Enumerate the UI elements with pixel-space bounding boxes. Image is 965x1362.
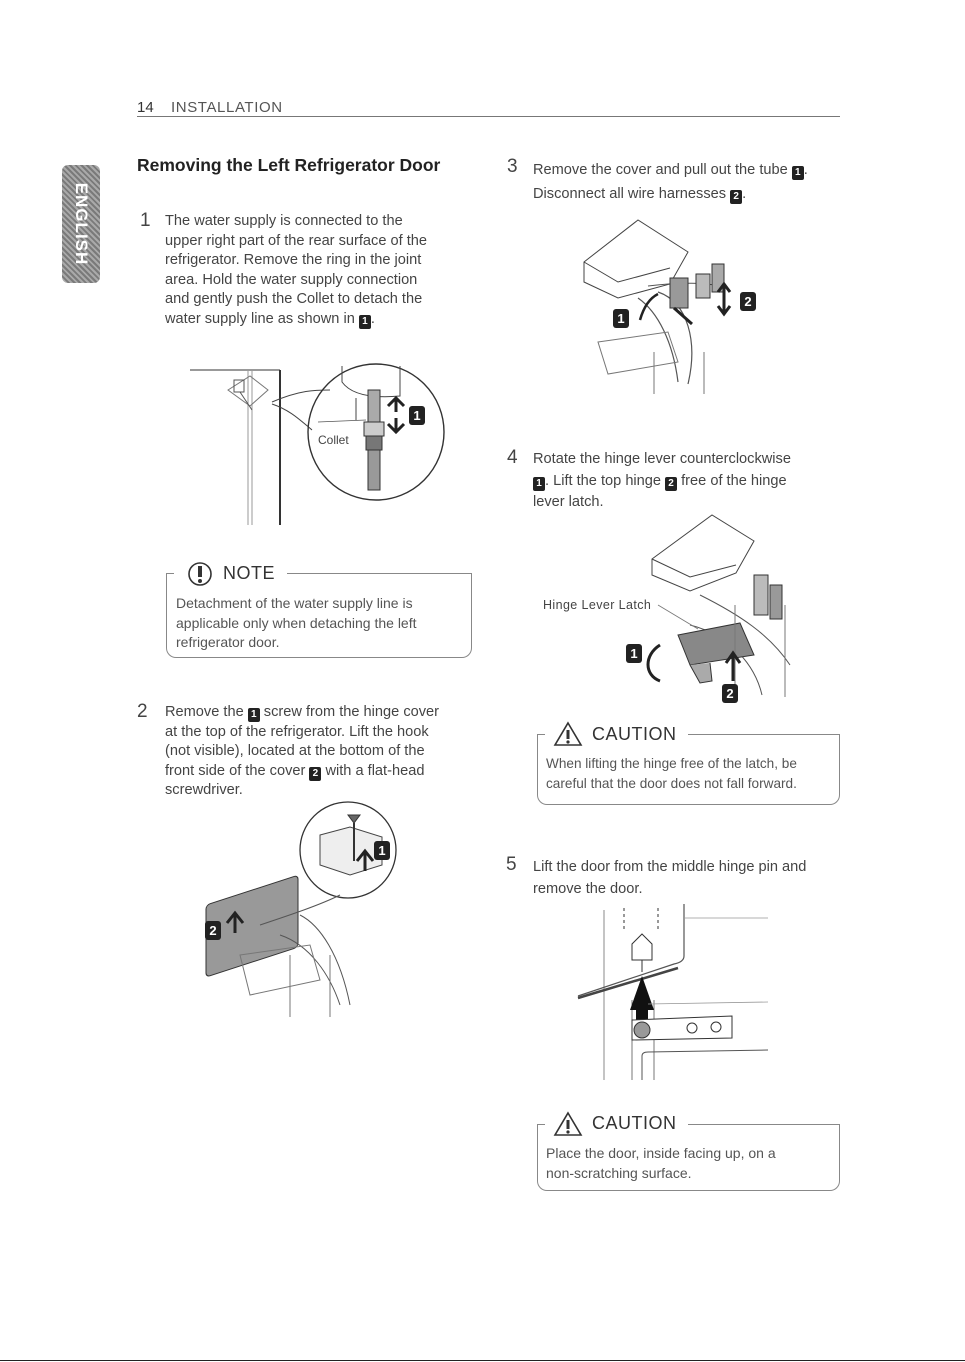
step-2-number: 2 (137, 701, 148, 722)
hinge-lever-illustration (646, 514, 791, 697)
illustration-badge-1: 1 (374, 841, 390, 860)
language-tab: ENGLISH (62, 165, 100, 283)
illustration-badge-2: 2 (205, 921, 221, 940)
step-3-text: Remove the cover and pull out the tube 1… (533, 162, 808, 204)
caution-triangle-icon (553, 721, 583, 746)
step-3-number: 3 (507, 156, 518, 177)
marker-1-badge: 1 (533, 476, 545, 491)
step-2-text: Remove the 1 screw from the hinge cover … (165, 704, 440, 798)
water-supply-illustration: Collet (190, 363, 445, 525)
note-icon (188, 562, 212, 586)
wire-harness-illustration (583, 219, 732, 394)
illustration-badge-2: 2 (740, 292, 756, 311)
hinge-cover-illustration (205, 801, 397, 1017)
step-1-number: 1 (140, 210, 151, 231)
hinge-lever-latch-label: Hinge Lever Latch (543, 598, 652, 612)
caution-box-2 (537, 1124, 840, 1191)
caution-title-2: CAUTION (592, 1113, 677, 1133)
illustration-badge-1: 1 (409, 406, 425, 425)
note-box (166, 573, 472, 658)
note-title: NOTE (223, 563, 276, 583)
marker-1-badge: 1 (247, 708, 260, 722)
step-4-text: Rotate the hinge lever counterclockwise … (533, 451, 791, 510)
step-1-text: The water supply is connected to the upp… (165, 213, 428, 329)
note-text: Detachment of the water supply line is a… (176, 595, 417, 650)
page-number: 14 (137, 99, 154, 116)
marker-2-badge: 2 (309, 766, 322, 781)
caution-box-1 (537, 734, 840, 805)
caution-text-1: When lifting the hinge free of the latch… (546, 756, 797, 791)
step-5-number: 5 (506, 854, 517, 875)
caution-triangle-icon (553, 1111, 583, 1136)
footer-divider (0, 1360, 965, 1361)
marker-1-badge: 1 (791, 166, 804, 180)
header-divider (137, 116, 840, 117)
collet-label: Collet (318, 433, 349, 447)
step-4-number: 4 (507, 447, 518, 468)
caution-text-2: Place the door, inside facing up, on a n… (546, 1145, 776, 1181)
page-title: Removing the Left Refrigerator Door (137, 155, 441, 175)
step-5-text: Lift the door from the middle hinge pin … (533, 859, 807, 897)
door-lift-illustration (577, 904, 769, 1080)
illustration-badge-1: 1 (613, 309, 629, 328)
caution-title-1: CAUTION (592, 724, 677, 744)
illustration-badge-1: 1 (626, 644, 642, 663)
marker-1-badge: 1 (358, 314, 371, 329)
illustration-badge-2: 2 (722, 684, 738, 703)
marker-2-badge: 2 (665, 476, 678, 491)
section-header: INSTALLATION (171, 99, 283, 116)
language-tab-label: ENGLISH (72, 182, 91, 266)
marker-2-badge: 2 (730, 190, 743, 204)
